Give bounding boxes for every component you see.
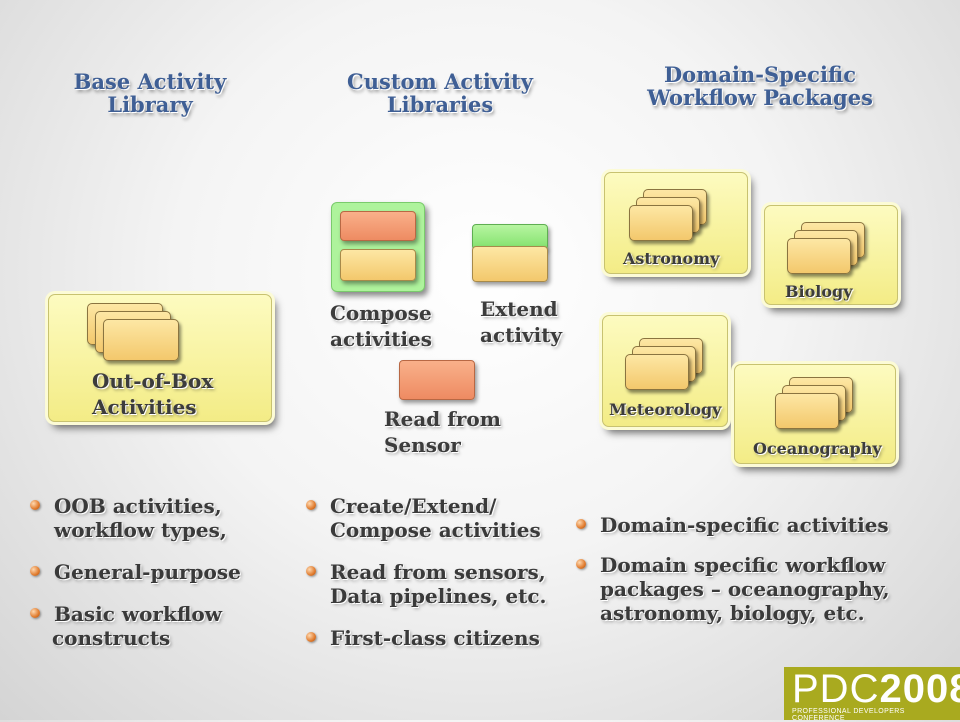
bullet-item: Basic workflow constructs: [30, 602, 300, 650]
domain-package-bullets: Domain-specific activities Domain specif…: [576, 513, 936, 625]
bullet-item: Domain-specific activities: [576, 513, 936, 537]
heading-line: Base Activity: [73, 69, 227, 94]
heading-line: Custom Activity: [347, 69, 533, 94]
logo-tagline: PROFESSIONAL DEVELOPERS CONFERENCE: [792, 708, 905, 722]
activity-stack-icon: [629, 189, 725, 249]
yellow-activity-block: [472, 246, 548, 282]
biology-package-card: Biology: [764, 205, 898, 305]
orange-ball-bullet-icon: [306, 632, 316, 642]
heading-custom-activity-libraries: Custom Activity Libraries: [330, 70, 550, 116]
bullet-item: Create/Extend/ Compose activities: [306, 494, 576, 542]
activity-stack-icon: [87, 303, 187, 373]
orange-ball-bullet-icon: [30, 566, 40, 576]
oceanography-label: Oceanography: [753, 439, 882, 458]
activity-stack-icon: [787, 222, 883, 282]
orange-ball-bullet-icon: [30, 500, 40, 510]
orange-activity-block: [340, 211, 416, 241]
meteorology-label: Meteorology: [609, 400, 722, 419]
bullet-item: First-class citizens: [306, 626, 576, 650]
astronomy-label: Astronomy: [623, 249, 720, 268]
label-line: Activities: [92, 395, 197, 419]
orange-ball-bullet-icon: [30, 608, 40, 618]
logo-wordmark: PDC2008: [792, 667, 960, 711]
out-of-box-activities-card: [48, 294, 272, 422]
bullet-item: OOB activities, workflow types,: [30, 494, 300, 542]
heading-line: Domain-Specific: [663, 62, 857, 87]
bullet-item: Read from sensors, Data pipelines, etc.: [306, 560, 576, 608]
label-line: Out-of-Box: [92, 369, 214, 393]
yellow-activity-block: [340, 249, 416, 281]
custom-library-bullets: Create/Extend/ Compose activities Read f…: [306, 494, 576, 650]
orange-ball-bullet-icon: [576, 559, 586, 569]
orange-ball-bullet-icon: [306, 566, 316, 576]
bullet-item: Domain specific workflow packages – ocea…: [576, 553, 936, 625]
biology-label: Biology: [785, 282, 853, 301]
label-line: Read from: [384, 407, 501, 431]
extend-activity-block: [472, 224, 548, 282]
out-of-box-activities-label: Out-of-Box Activities: [92, 368, 213, 420]
activity-stack-icon: [775, 377, 871, 437]
heading-domain-specific-packages: Domain-Specific Workflow Packages: [630, 63, 890, 109]
compose-activities-label: Compose activities: [330, 300, 432, 352]
label-line: activity: [480, 323, 563, 347]
astronomy-package-card: Astronomy: [604, 172, 748, 274]
label-line: Compose: [330, 301, 432, 325]
oceanography-package-card: Oceanography: [734, 364, 896, 464]
extend-activity-label: Extend activity: [480, 296, 562, 348]
label-line: Extend: [480, 297, 558, 321]
heading-base-activity-library: Base Activity Library: [60, 70, 240, 116]
meteorology-package-card: Meteorology: [602, 315, 728, 427]
activity-stack-icon: [625, 338, 721, 398]
label-line: activities: [330, 327, 433, 351]
label-line: Sensor: [384, 433, 461, 457]
read-from-sensor-block: [399, 360, 475, 400]
read-from-sensor-label: Read from Sensor: [384, 406, 501, 458]
heading-line: Library: [107, 92, 193, 117]
pdc2008-logo: PDC2008 PROFESSIONAL DEVELOPERS CONFEREN…: [784, 667, 960, 722]
heading-line: Libraries: [386, 92, 494, 117]
compose-activities-block: [331, 202, 425, 292]
bullet-item: General-purpose: [30, 560, 300, 584]
heading-line: Workflow Packages: [647, 85, 873, 110]
orange-ball-bullet-icon: [576, 519, 586, 529]
base-library-bullets: OOB activities, workflow types, General-…: [30, 494, 300, 650]
orange-ball-bullet-icon: [306, 500, 316, 510]
